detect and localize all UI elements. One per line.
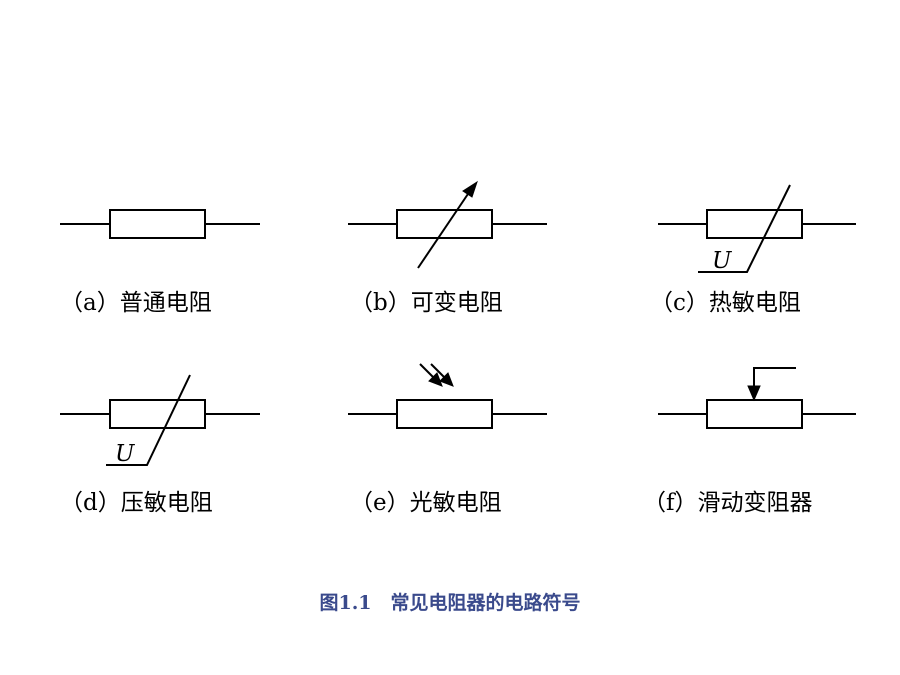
caption-variable-resistor: （b）可变电阻 <box>350 290 503 316</box>
caption-thermistor: （c）热敏电阻 <box>650 290 801 316</box>
resistor-body <box>109 399 206 429</box>
resistor-body <box>109 209 206 239</box>
figure-title: 图1.1 常见电阻器的电路符号 <box>319 592 581 614</box>
variable-arrow-head <box>462 180 478 198</box>
wiper-arrow-head <box>747 385 761 402</box>
light-ray-2-head <box>439 372 454 387</box>
resistor-body <box>706 399 803 429</box>
resistor-body <box>396 209 493 239</box>
symbol-rheostat <box>658 367 856 429</box>
variable-arrow-line <box>417 187 473 269</box>
symbol-fixed-resistor <box>60 209 260 239</box>
light-ray-1-head <box>428 372 443 387</box>
wiper-line <box>753 367 796 388</box>
caption-fixed-resistor: （a）普通电阻 <box>60 290 212 316</box>
caption-photoresistor: （e）光敏电阻 <box>350 490 502 516</box>
symbol-photoresistor <box>348 363 547 429</box>
symbol-thermistor: U <box>658 184 856 274</box>
caption-varistor: （d）压敏电阻 <box>60 490 213 516</box>
nonlinear-slash <box>106 374 191 466</box>
resistor-body <box>706 209 803 239</box>
thermistor-u-label: U <box>712 248 733 274</box>
symbol-varistor: U <box>60 374 260 467</box>
varistor-u-label: U <box>115 441 136 467</box>
caption-rheostat: （f）滑动变阻器 <box>643 490 813 516</box>
nonlinear-slash <box>698 184 791 273</box>
symbol-variable-resistor <box>348 180 547 269</box>
resistor-body <box>396 399 493 429</box>
